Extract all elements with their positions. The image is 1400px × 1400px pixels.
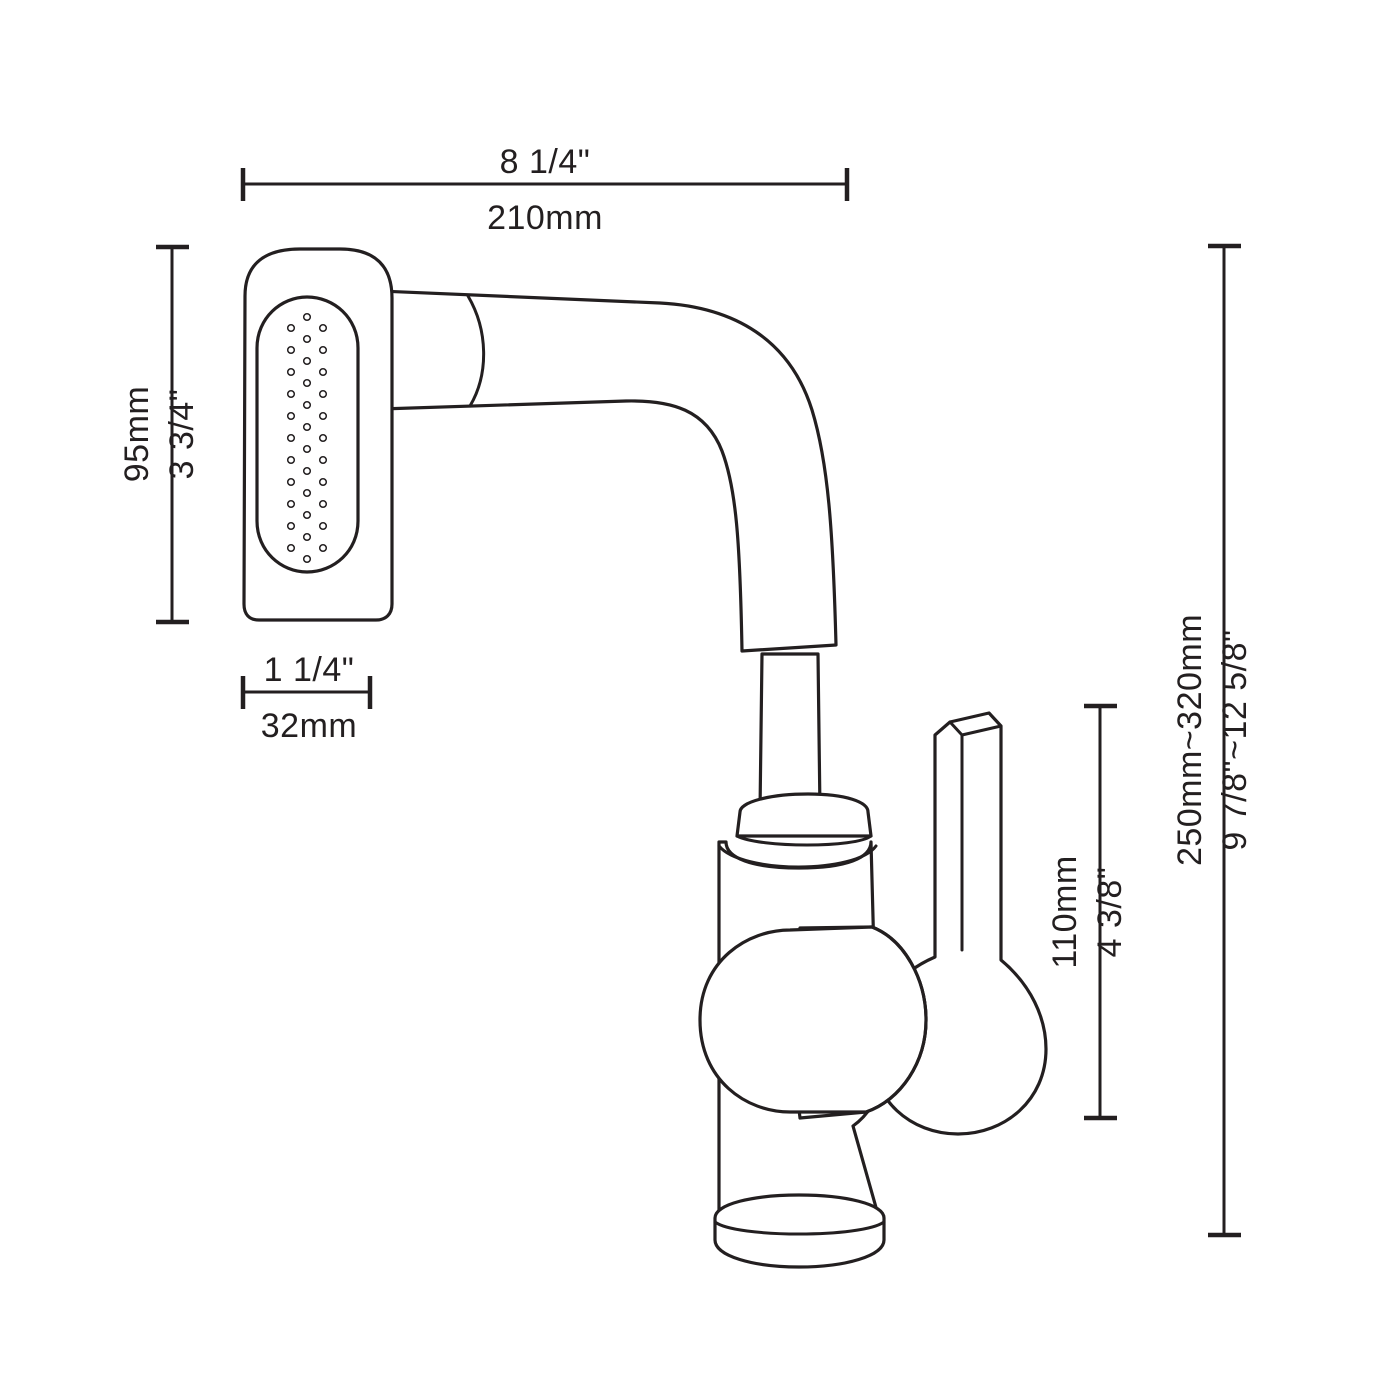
faucet-body-shoulder-arc [717,844,878,869]
spout-reach-imperial-label: 8 1/4" [500,143,591,181]
nozzle-holes [286,312,328,564]
body-side-pad-inner-edge [864,925,928,1114]
sprayhead-width-imperial-label: 1 1/4" [264,651,355,689]
dimension-sprayhead-height: 3 3/4" 95mm [118,244,201,625]
base-flange-seam [713,1220,886,1236]
faucet-body-assembly [698,792,928,1269]
base-flange [713,1193,886,1269]
body-side-pad [698,925,928,1114]
sprayhead-width-metric-label: 32mm [261,707,357,745]
handle-height-metric-label: 110mm [1046,855,1084,968]
spout-assembly [378,289,838,814]
spout-reach-metric-label: 210mm [487,199,603,237]
body-collar-lower-arc [735,834,873,847]
body-collar [735,792,873,838]
sprayhead-height-imperial-label: 3 3/4" [163,389,201,480]
dimension-sprayhead-width: 1 1/4" 32mm [240,651,373,745]
sprayhead-height-metric-label: 95mm [118,386,156,482]
overall-height-metric-label: 250mm~320mm [1171,614,1209,866]
dimension-handle-height: 4 3/8" 110mm [1046,703,1129,1121]
dimension-overall-height: 9 7/8"~12 5/8" 250mm~320mm [1171,243,1254,1238]
handle-height-imperial-label: 4 3/8" [1091,867,1129,958]
nozzle-plate [255,295,360,574]
riser-tube [758,652,822,814]
spray-head-assembly [242,247,394,622]
overall-height-imperial-label: 9 7/8"~12 5/8" [1216,629,1254,850]
spout-arm-and-elbow [378,289,838,653]
spout-arm-section-arc [466,294,486,408]
dimension-spout-reach: 8 1/4" 210mm [240,143,850,237]
